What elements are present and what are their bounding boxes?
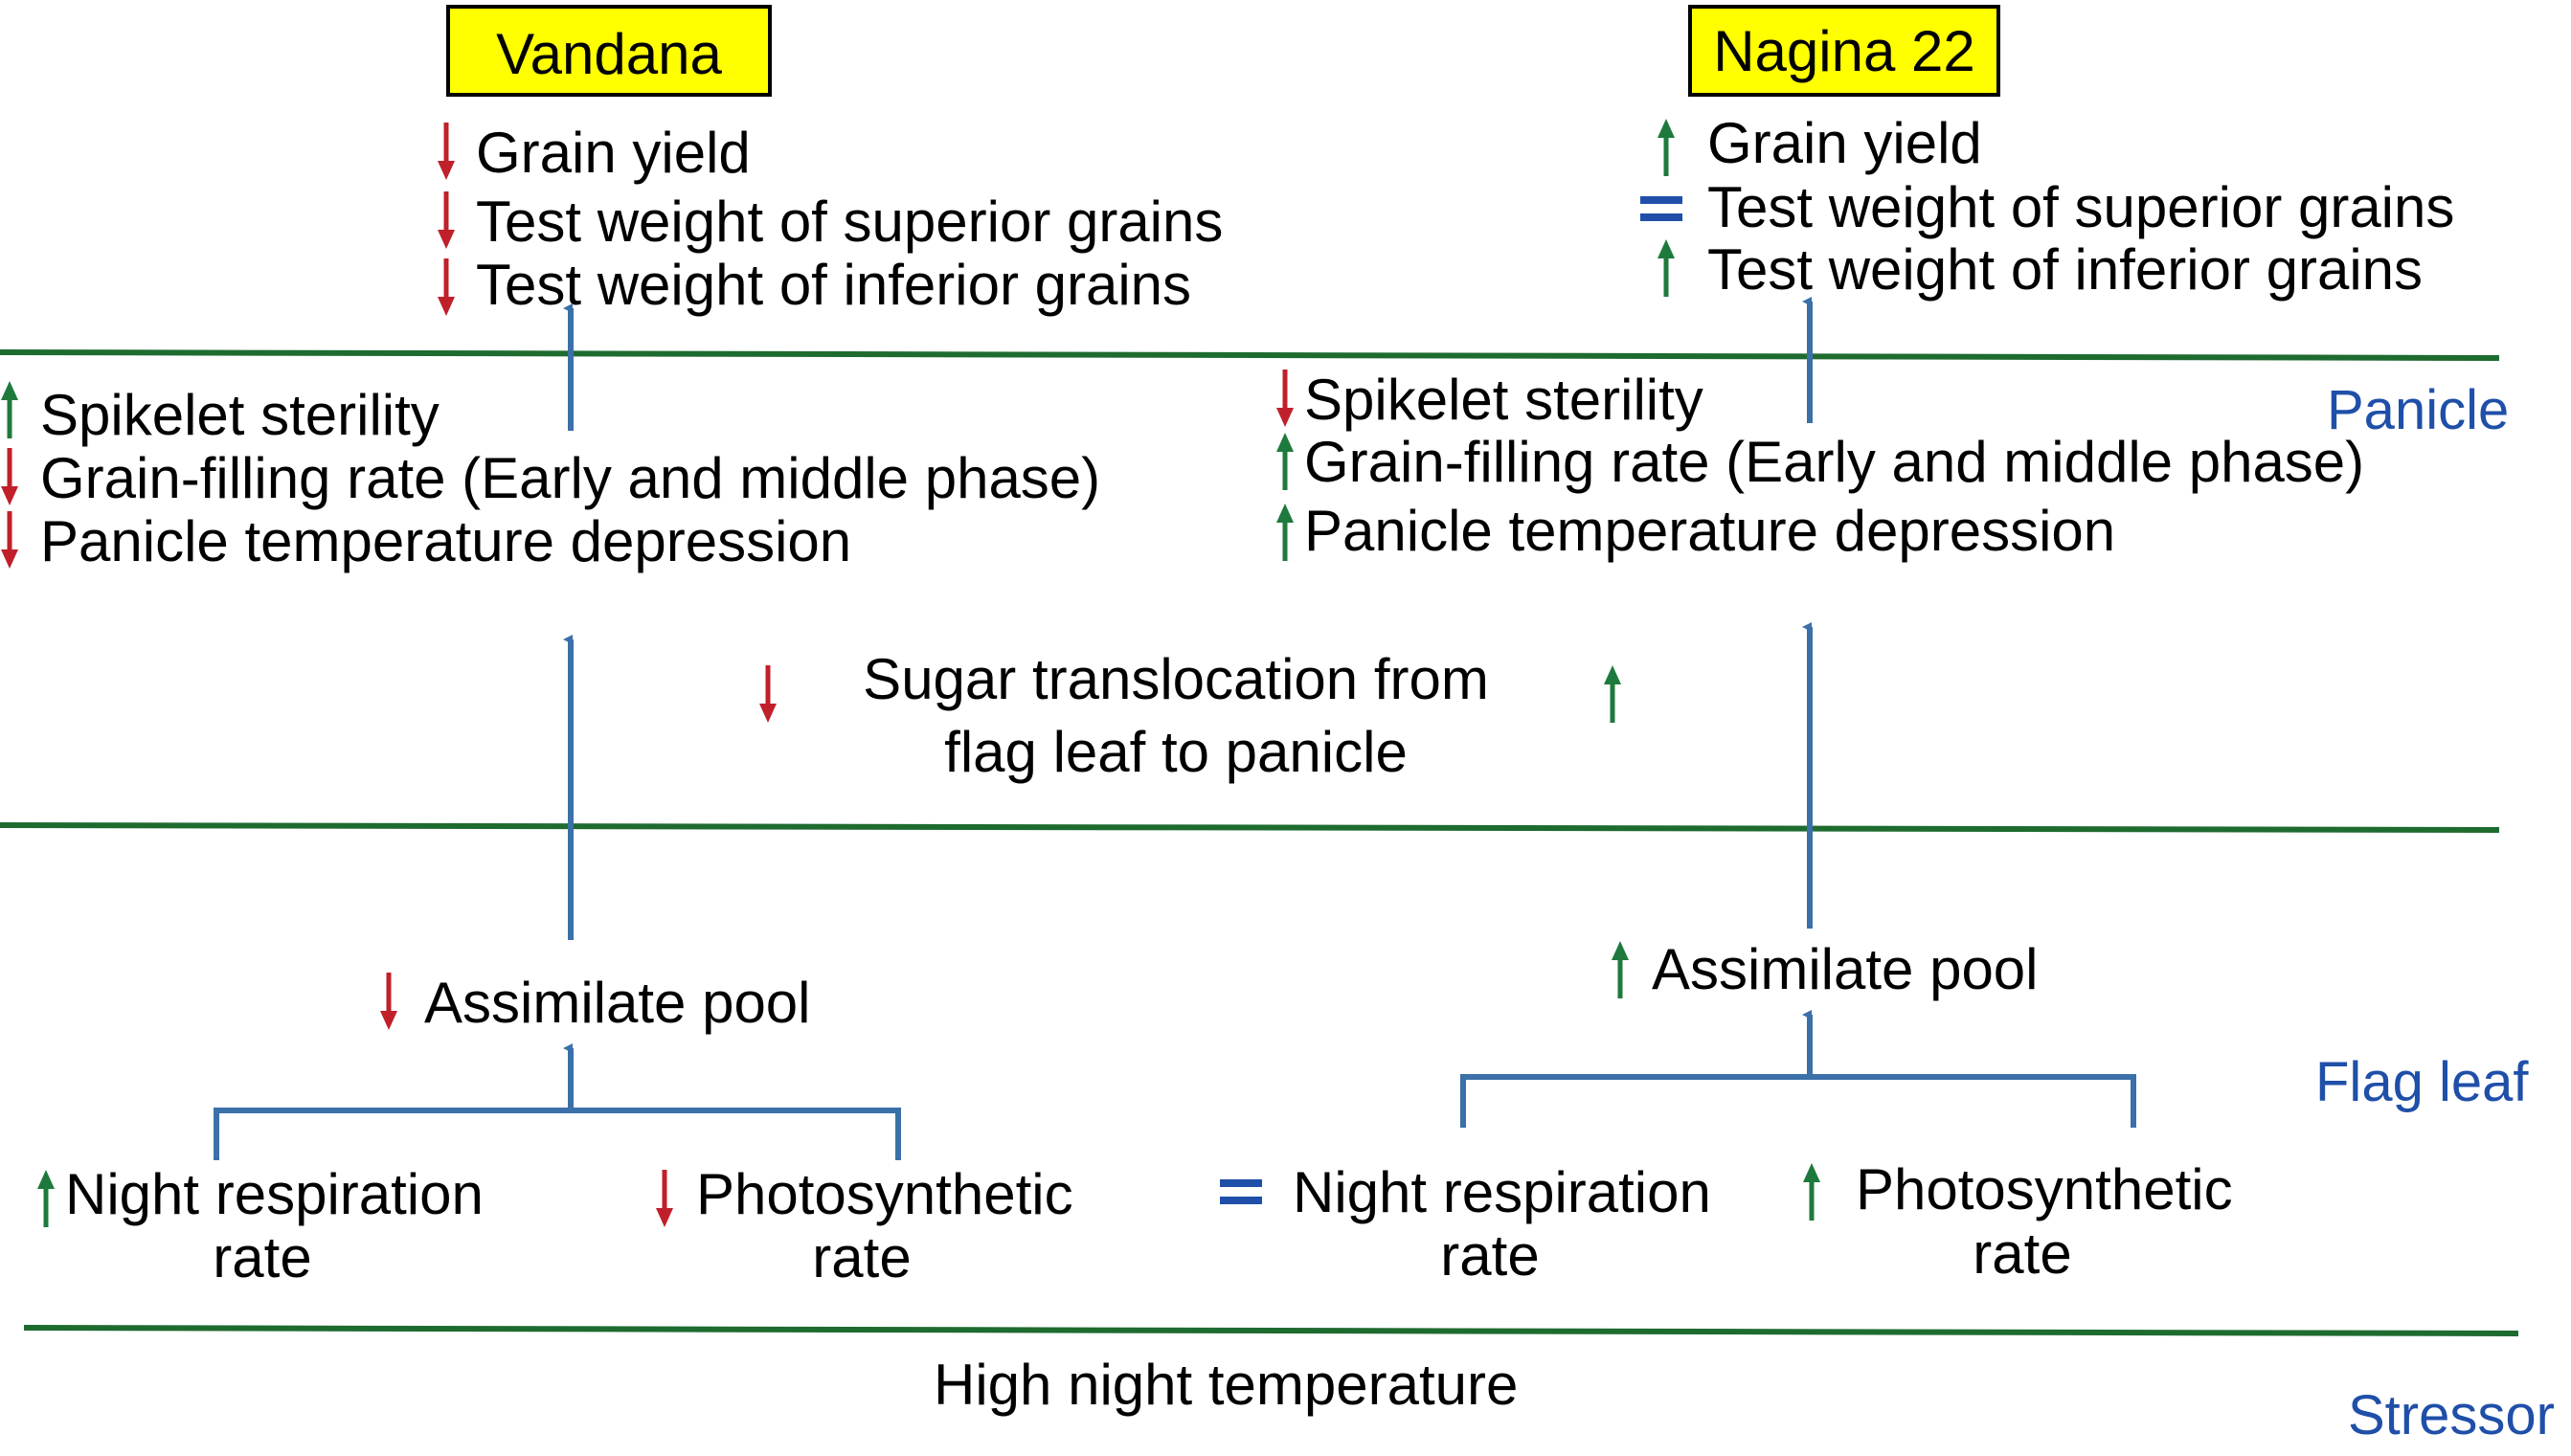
nagina-outcome-inferior-grains: Test weight of inferior grains — [1707, 237, 2423, 302]
vandana-photosynthetic-line-1: Photosynthetic — [696, 1162, 1073, 1226]
equal-bar — [1640, 196, 1682, 204]
arrow-head — [1, 381, 18, 400]
arrow-head — [438, 230, 455, 249]
equal-bar — [1220, 1197, 1262, 1204]
arrow-head — [1604, 665, 1621, 684]
arrow-head — [1276, 408, 1294, 427]
vandana-night-respiration-line-2: rate — [213, 1225, 311, 1289]
arrow-up-icon — [1, 381, 18, 438]
arrow-up-icon — [1276, 504, 1294, 561]
arrow-up-icon — [1803, 1163, 1820, 1221]
flag-leaf-divider — [0, 822, 2500, 833]
nagina-photosynthetic-line-2: rate — [1973, 1221, 2071, 1286]
vandana-assimilate-pool: Assimilate pool — [424, 971, 811, 1035]
arrow-head — [1, 486, 18, 505]
nagina-night-respiration-line-2: rate — [1440, 1223, 1539, 1288]
nagina-assimilate-pool: Assimilate pool — [1652, 937, 2039, 1001]
arrow-head — [1276, 504, 1294, 523]
stressor-divider — [23, 1325, 2519, 1336]
stressor-text: High night temperature — [934, 1353, 1518, 1417]
arrow-head — [1658, 239, 1675, 258]
arrow-head — [438, 161, 455, 180]
arrow-up-icon — [37, 1170, 55, 1227]
arrow-head — [759, 704, 777, 723]
nagina-input-bracket — [1460, 1074, 2136, 1128]
equal-bar — [1640, 213, 1682, 221]
translocation-line-2: flag leaf to panicle — [944, 720, 1408, 784]
arrow-head — [1658, 119, 1675, 138]
arrow-up-icon — [1604, 665, 1621, 723]
arrow-head — [656, 1208, 673, 1227]
vandana-outcomes: Grain yield Test weight of superior grai… — [438, 121, 1223, 317]
arrow-down-icon — [438, 123, 455, 180]
nagina-outcome-superior-grains: Test weight of superior grains — [1707, 175, 2454, 239]
nagina-flow — [1460, 297, 2136, 1128]
nagina-photosynthetic-line-1: Photosynthetic — [1856, 1157, 2233, 1221]
arrow-head — [37, 1170, 55, 1189]
vandana-outcome-superior-grains: Test weight of superior grains — [476, 190, 1223, 254]
nagina-trait-panicle-temp: Panicle temperature depression — [1304, 499, 2115, 563]
nagina-title-box: Nagina 22 — [1688, 5, 2000, 97]
arrow-down-icon — [380, 973, 397, 1030]
nagina-trait-grain-filling: Grain-filling rate (Early and middle pha… — [1304, 430, 2364, 494]
nagina-flag-leaf: Assimilate pool Night respiration rate P… — [1220, 937, 2233, 1288]
arrow-down-icon — [438, 191, 455, 249]
vandana-trait-spikelet-sterility: Spikelet sterility — [40, 383, 440, 447]
vandana-title-rect — [446, 5, 772, 97]
nagina-title: Nagina 22 — [1713, 19, 1975, 83]
arrow-head — [1, 549, 18, 569]
arrow-down-icon — [759, 665, 777, 723]
vandana-panicle-traits: Spikelet sterility Grain-filling rate (E… — [1, 381, 1100, 573]
vandana-outcome-grain-yield: Grain yield — [476, 121, 751, 185]
vandana-input-bracket — [214, 1108, 901, 1160]
translocation-line-1: Sugar translocation from — [863, 647, 1489, 711]
arrow-head — [380, 1011, 397, 1030]
nagina-trait-spikelet-sterility: Spikelet sterility — [1304, 368, 1703, 432]
nagina-panicle-traits: Spikelet sterility Grain-filling rate (E… — [1276, 368, 2364, 563]
vandana-photosynthetic-line-2: rate — [812, 1225, 911, 1289]
arrow-up-icon — [1658, 119, 1675, 176]
nagina-title-rect — [1688, 5, 2000, 97]
equal-bar — [1220, 1179, 1262, 1187]
vandana-flow — [214, 303, 901, 1160]
arrow-down-icon — [1276, 370, 1294, 427]
arrow-up-icon — [1276, 433, 1294, 490]
nagina-night-respiration-line-1: Night respiration — [1293, 1160, 1711, 1224]
equal-icon — [1220, 1179, 1262, 1204]
arrow-down-icon — [438, 258, 455, 316]
vandana-trait-panicle-temp: Panicle temperature depression — [40, 509, 851, 573]
equal-icon — [1640, 196, 1682, 221]
arrow-head — [1803, 1163, 1820, 1182]
arrow-up-icon — [1658, 239, 1675, 297]
panicle-divider — [0, 349, 2500, 361]
zone-label-stressor: Stressor — [2348, 1384, 2555, 1446]
arrow-head — [438, 297, 455, 316]
arrow-up-icon — [1612, 941, 1629, 998]
vandana-title-box: Vandana — [446, 5, 772, 97]
arrow-down-icon — [1, 448, 18, 505]
vandana-flag-leaf: Assimilate pool Night respiration rate P… — [37, 971, 1073, 1289]
translocation-block: Sugar translocation from flag leaf to pa… — [759, 647, 1621, 784]
arrow-head — [1276, 433, 1294, 452]
vandana-trait-grain-filling: Grain-filling rate (Early and middle pha… — [40, 446, 1100, 510]
arrow-down-icon — [656, 1170, 673, 1227]
nagina-outcome-grain-yield: Grain yield — [1707, 111, 1982, 175]
vandana-night-respiration-line-1: Night respiration — [65, 1162, 484, 1226]
arrow-down-icon — [1, 511, 18, 569]
vandana-outcome-inferior-grains: Test weight of inferior grains — [476, 253, 1191, 317]
arrow-head — [1612, 941, 1629, 960]
nagina-outcomes: Grain yield Test weight of superior grai… — [1640, 111, 2454, 302]
divider-lines — [0, 349, 2519, 1336]
vandana-title: Vandana — [496, 22, 722, 86]
zone-label-flag-leaf: Flag leaf — [2315, 1051, 2529, 1113]
zone-label-panicle: Panicle — [2327, 379, 2509, 441]
